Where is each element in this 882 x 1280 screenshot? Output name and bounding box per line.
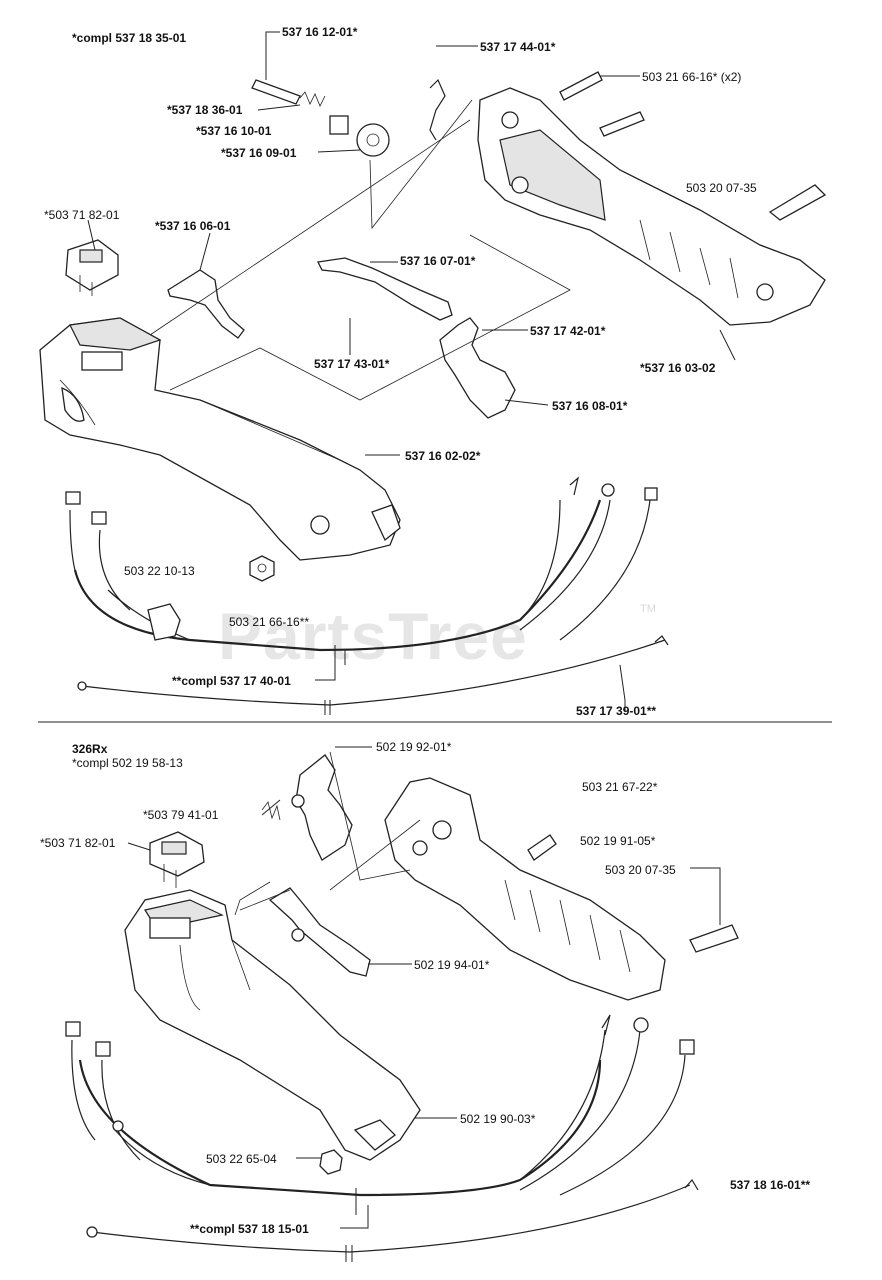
throttle-lever-bottom — [268, 887, 371, 977]
throttle-cable-top — [81, 639, 666, 706]
label-502-19-94-01: 502 19 94-01* — [414, 958, 490, 972]
label-537-16-02-02: 537 16 02-02* — [405, 449, 481, 463]
label-537-16-03-02: *537 16 03-02 — [640, 361, 716, 375]
label-537-16-12-01: 537 16 12-01* — [282, 25, 358, 39]
label-537-18-16-01: 537 18 16-01** — [730, 1178, 811, 1192]
upper-handle-cover — [477, 87, 826, 326]
label-502-19-91-05: 502 19 91-05* — [580, 834, 656, 848]
label-537-16-08-01: 537 16 08-01* — [552, 399, 628, 413]
lever-small — [167, 269, 245, 339]
bottom-model-label: 326Rx — [72, 742, 108, 756]
throttle-cable-bottom — [91, 1184, 691, 1253]
label-503-71-82-01-top: *503 71 82-01 — [44, 208, 120, 222]
nut-bottom — [319, 1149, 343, 1175]
label-537-16-07-01: 537 16 07-01* — [400, 254, 476, 268]
top-compl-header: *compl 537 18 35-01 — [72, 31, 187, 45]
label-537-17-39-01: 537 17 39-01** — [576, 704, 657, 718]
label-537-16-06-01: *537 16 06-01 — [155, 219, 231, 233]
label-537-17-43-01: 537 17 43-01* — [314, 357, 390, 371]
label-537-16-10-01: *537 16 10-01 — [196, 124, 272, 138]
label-503-21-67-22: 503 21 67-22* — [582, 780, 658, 794]
label-503-20-07-35-top: 503 20 07-35 — [686, 181, 757, 195]
label-compl-537-18-15-01: **compl 537 18 15-01 — [190, 1222, 309, 1236]
handle-housing-bottom — [124, 889, 421, 1161]
label-537-17-42-01: 537 17 42-01* — [530, 324, 606, 338]
label-503-20-07-35-bottom: 503 20 07-35 — [605, 863, 676, 877]
label-537-18-36-01: *537 18 36-01 — [167, 103, 243, 117]
cable-harness-top — [73, 499, 602, 652]
label-503-71-82-01-bottom: *503 71 82-01 — [40, 836, 116, 850]
lever-bottom — [295, 754, 353, 861]
upper-handle-bottom — [384, 777, 666, 1001]
nut-part — [249, 555, 275, 582]
label-503-21-66-16-x2: 503 21 66-16* (x2) — [642, 70, 742, 84]
label-503-22-10-13: 503 22 10-13 — [124, 564, 195, 578]
label-502-19-92-01: 502 19 92-01* — [376, 740, 452, 754]
throttle-lever — [317, 257, 453, 321]
bottom-compl-header: *compl 502 19 58-13 — [72, 756, 183, 770]
label-503-22-65-04: 503 22 65-04 — [206, 1152, 277, 1166]
label-compl-537-17-40-01: **compl 537 17 40-01 — [172, 674, 291, 688]
label-503-79-41-01: *503 79 41-01 — [143, 808, 219, 822]
switch-part — [65, 239, 119, 291]
label-537-17-44-01: 537 17 44-01* — [480, 40, 556, 54]
label-503-21-66-16-double: 503 21 66-16** — [229, 615, 310, 629]
label-537-16-09-01: *537 16 09-01 — [221, 146, 297, 160]
trademark-mark: TM — [640, 603, 656, 615]
throttle-trigger — [439, 317, 516, 419]
label-502-19-90-03: 502 19 90-03* — [460, 1112, 536, 1126]
watermark-text: PartsTree — [218, 599, 528, 673]
